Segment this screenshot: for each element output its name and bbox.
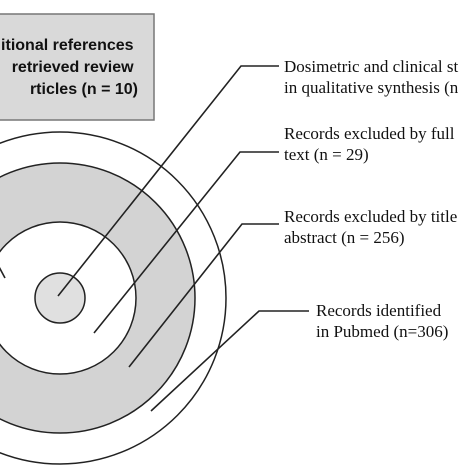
label-synthesis-line-1: Dosimetric and clinical st [284, 57, 458, 76]
label-synthesis-line-2: in qualitative synthesis (n [284, 78, 459, 97]
leader-line-title-abstract [128, 223, 279, 368]
label-identified-line-2: in Pubmed (n=306) [316, 322, 448, 341]
leader-line-identified [150, 310, 309, 412]
leader-line-synthesis [57, 65, 279, 297]
additional-references-line-1: itional references [1, 37, 134, 54]
label-full-text: Records excluded by full text (n = 29) [284, 124, 459, 164]
additional-references-text: itional references retrieved review rtic… [1, 37, 138, 98]
leader-line-additional [0, 266, 6, 279]
core-circle-synthesis [34, 272, 86, 324]
label-title-abstract-line-1: Records excluded by title [284, 207, 457, 226]
additional-references-line-2: retrieved review [12, 59, 134, 76]
label-full-text-line-1: Records excluded by full [284, 124, 455, 143]
label-synthesis: Dosimetric and clinical st in qualitativ… [284, 57, 462, 97]
leader-line-full-text [93, 151, 279, 334]
additional-references-line-3: rticles (n = 10) [30, 81, 138, 98]
label-title-abstract: Records excluded by title abstract (n = … [284, 207, 462, 247]
label-title-abstract-line-2: abstract (n = 256) [284, 228, 405, 247]
label-identified: Records identified in Pubmed (n=306) [316, 301, 448, 341]
label-identified-line-1: Records identified [316, 301, 442, 320]
additional-references-box [0, 13, 155, 121]
label-full-text-line-2: text (n = 29) [284, 145, 369, 164]
